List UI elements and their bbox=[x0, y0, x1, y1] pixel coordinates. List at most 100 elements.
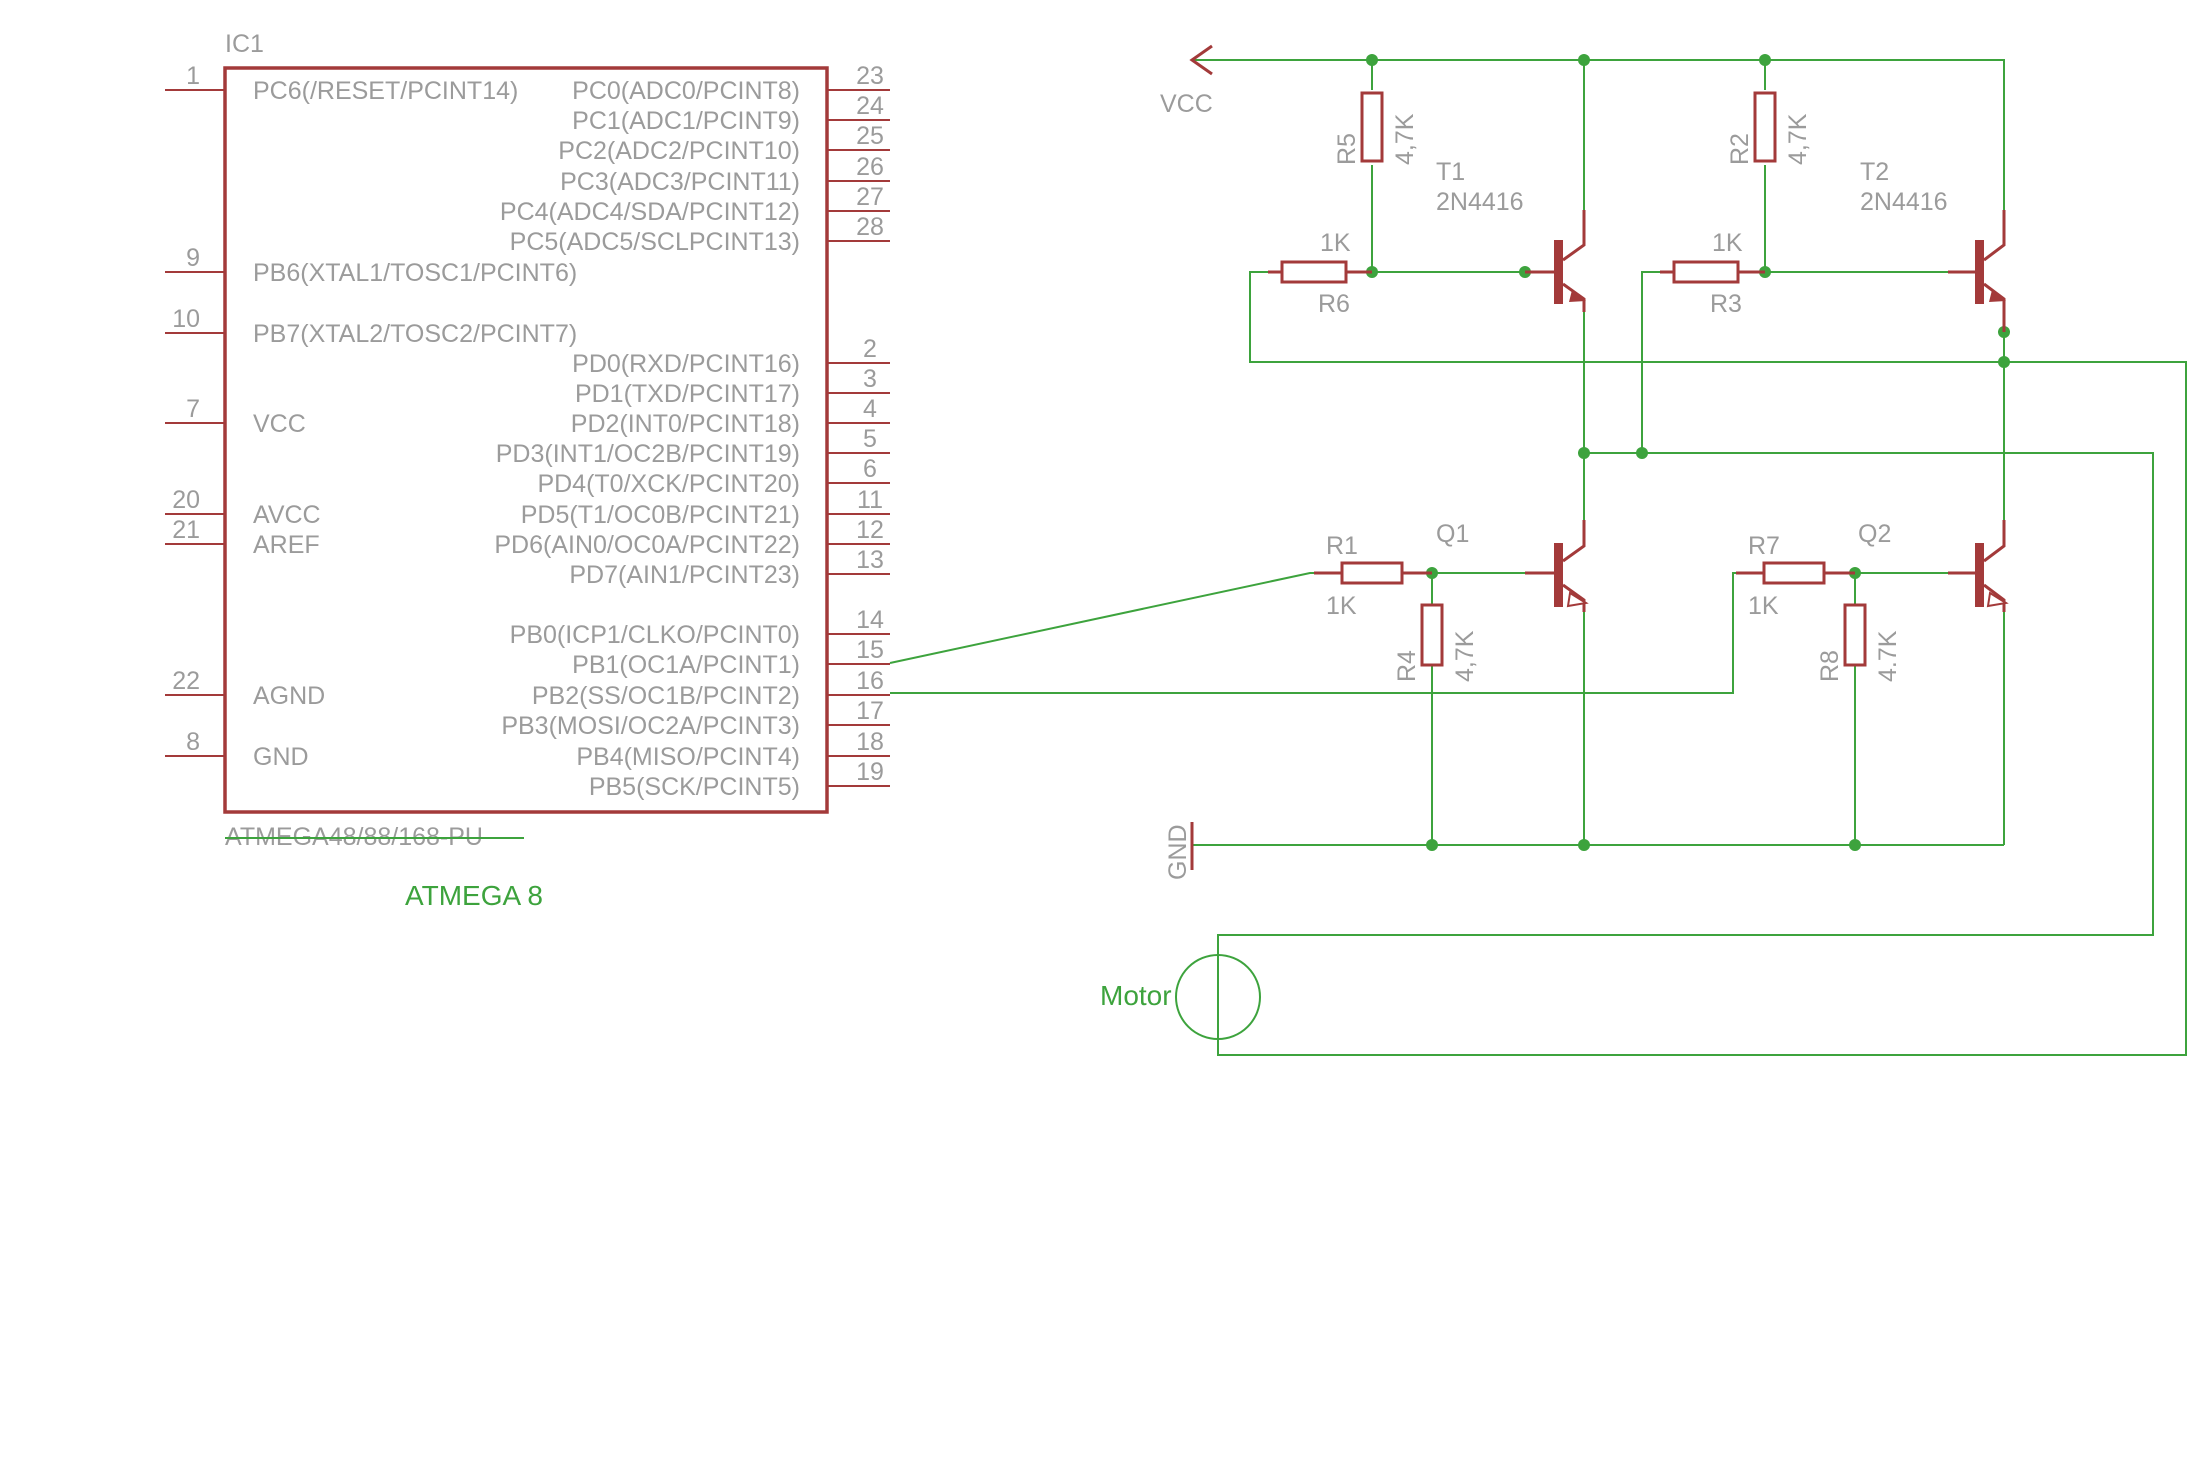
pin-label: PC5(ADC5/SCLPCINT13) bbox=[510, 228, 800, 256]
vcc-arrow-icon bbox=[1189, 44, 1213, 76]
pin-label: PB7(XTAL2/TOSC2/PCINT7) bbox=[253, 320, 577, 348]
pin-label: PB3(MOSI/OC2A/PCINT3) bbox=[501, 712, 800, 740]
resistor-r7[interactable]: R7 1K bbox=[1736, 532, 1855, 620]
wires bbox=[889, 59, 2187, 1056]
vcc-symbol[interactable]: VCC bbox=[1160, 44, 1213, 118]
resistor-r1-name: R1 bbox=[1326, 532, 1358, 560]
pin-label: PB6(XTAL1/TOSC1/PCINT6) bbox=[253, 259, 577, 287]
transistor-t2-collector-lead bbox=[1983, 210, 2006, 262]
pin-label: PD6(AIN0/OC0A/PCINT22) bbox=[494, 531, 800, 559]
pin-number: 5 bbox=[863, 425, 877, 453]
wire-pb2-to-r7 bbox=[890, 572, 1762, 694]
resistor-r2-value: 4,7K bbox=[1784, 113, 1812, 165]
motor[interactable]: Motor bbox=[1100, 954, 1261, 1040]
pin-number: 27 bbox=[856, 183, 884, 211]
pin-label: PC4(ADC4/SDA/PCINT12) bbox=[500, 198, 800, 226]
pin-number: 14 bbox=[856, 606, 884, 634]
pin-number: 25 bbox=[856, 122, 884, 150]
pin-number: 19 bbox=[856, 758, 884, 786]
pin-label: PD1(TXD/PCINT17) bbox=[575, 380, 800, 408]
resistor-r1-body bbox=[1340, 561, 1404, 585]
transistor-q2-emitter-lead bbox=[1983, 583, 2006, 612]
transistor-t1-name: T1 bbox=[1436, 158, 1465, 186]
wire-midnode-to-motor bbox=[1217, 452, 2154, 955]
pin-label: PD7(AIN1/PCINT23) bbox=[569, 561, 800, 589]
pin-label: PB2(SS/OC1B/PCINT2) bbox=[532, 682, 800, 710]
pin-label: PB0(ICP1/CLKO/PCINT0) bbox=[510, 621, 800, 649]
resistor-r4-name: R4 bbox=[1393, 650, 1421, 682]
pin-number: 7 bbox=[186, 395, 200, 423]
pin-number: 15 bbox=[856, 636, 884, 664]
transistor-q2[interactable]: Q2 bbox=[1858, 520, 2009, 612]
gnd-symbol[interactable]: GND bbox=[1164, 822, 1194, 880]
transistor-t1[interactable]: T1 2N4416 bbox=[1436, 158, 1586, 312]
resistor-r3[interactable]: 1K R3 bbox=[1660, 229, 1765, 318]
resistor-r5-name: R5 bbox=[1333, 133, 1361, 165]
pin-number: 2 bbox=[863, 335, 877, 363]
ic1-value: ATMEGA 8 bbox=[405, 880, 543, 911]
resistor-r6[interactable]: 1K R6 bbox=[1268, 229, 1372, 318]
pin-number: 11 bbox=[857, 486, 883, 514]
resistor-r7-name: R7 bbox=[1748, 532, 1780, 560]
pin-number: 21 bbox=[172, 516, 200, 544]
pin-label: PD3(INT1/OC2B/PCINT19) bbox=[496, 440, 800, 468]
resistor-r4[interactable]: R4 4,7K bbox=[1393, 603, 1479, 682]
resistor-r2[interactable]: R2 4,7K bbox=[1726, 91, 1812, 165]
transistor-q2-base-bar bbox=[1975, 543, 1984, 607]
pin-label: PC6(/RESET/PCINT14) bbox=[253, 77, 518, 105]
junction-dot bbox=[1578, 447, 1590, 459]
wire-r6-to-motor bbox=[1217, 271, 2187, 1056]
resistor-r7-body bbox=[1762, 561, 1826, 585]
junction-dot bbox=[1578, 54, 1590, 66]
transistor-q1-emitter-lead bbox=[1562, 583, 1586, 612]
gnd-label: GND bbox=[1164, 824, 1192, 880]
pin-number: 23 bbox=[856, 62, 884, 90]
resistor-r8[interactable]: R8 4.7K bbox=[1816, 603, 1902, 682]
pin-number: 8 bbox=[186, 728, 200, 756]
pin-label: GND bbox=[253, 743, 309, 771]
transistor-t2[interactable]: T2 2N4416 bbox=[1860, 158, 2006, 332]
transistor-t1-emitter-lead bbox=[1562, 282, 1586, 312]
resistor-r1[interactable]: R1 1K bbox=[1314, 532, 1432, 620]
transistor-q1[interactable]: Q1 bbox=[1436, 520, 1589, 612]
resistor-r6-value: 1K bbox=[1320, 229, 1351, 257]
resistor-r4-value: 4,7K bbox=[1451, 630, 1479, 682]
transistor-q1-name: Q1 bbox=[1436, 520, 1469, 548]
ic1[interactable]: IC1 1PC6(/RESET/PCINT14)9PB6(XTAL1/TOSC1… bbox=[165, 30, 890, 911]
pin-number: 20 bbox=[172, 486, 200, 514]
resistor-r5[interactable]: R5 4,7K bbox=[1333, 91, 1419, 165]
junction-dot bbox=[1426, 839, 1438, 851]
resistor-r4-body bbox=[1420, 603, 1444, 667]
transistor-t2-name: T2 bbox=[1860, 158, 1889, 186]
vcc-label: VCC bbox=[1160, 90, 1213, 118]
